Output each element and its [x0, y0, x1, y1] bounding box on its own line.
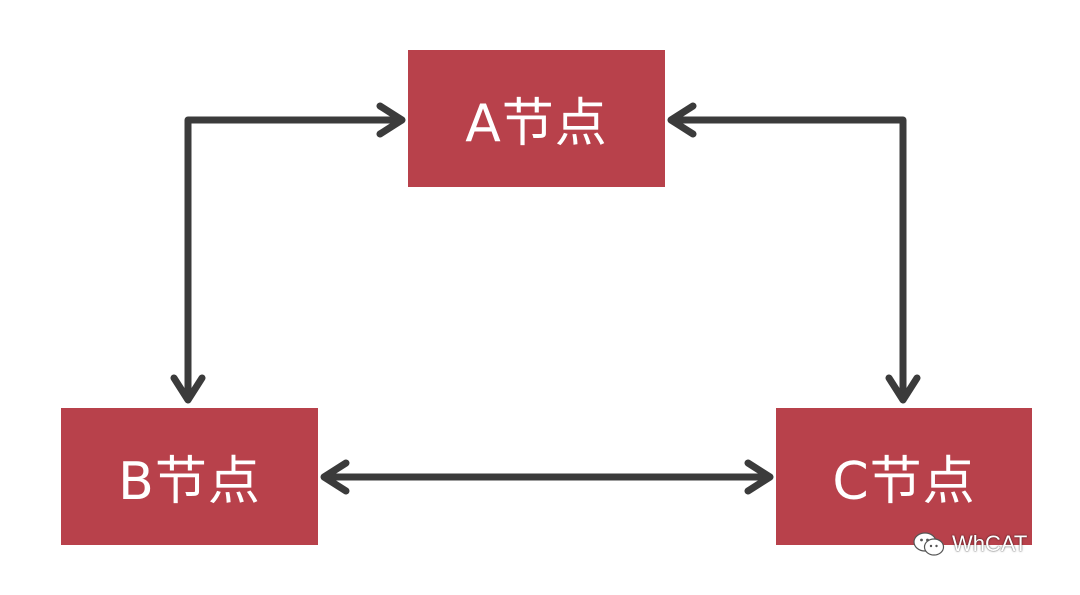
arrowhead-into-c-from-a [885, 374, 921, 404]
node-c: C节点 [776, 408, 1032, 545]
edge-a-c [667, 102, 921, 404]
node-a-label: A节点 [465, 94, 608, 154]
arrowhead-into-a-from-c [667, 102, 697, 138]
arrowhead-into-c-from-b [744, 459, 774, 495]
watermark-text: WhCAT [952, 531, 1028, 556]
wechat-icon [913, 532, 945, 556]
watermark: WhCAT [912, 531, 1027, 557]
node-a: A节点 [408, 50, 665, 187]
node-b-label: B节点 [118, 452, 261, 512]
edge-a-b [170, 102, 406, 404]
node-c-label: C节点 [832, 452, 976, 512]
arrowhead-into-a-from-b [376, 102, 406, 138]
node-b: B节点 [61, 408, 318, 545]
edge-b-c [320, 459, 774, 495]
arrowhead-into-b-from-a [170, 374, 206, 404]
arrowhead-into-b-from-c [320, 459, 350, 495]
